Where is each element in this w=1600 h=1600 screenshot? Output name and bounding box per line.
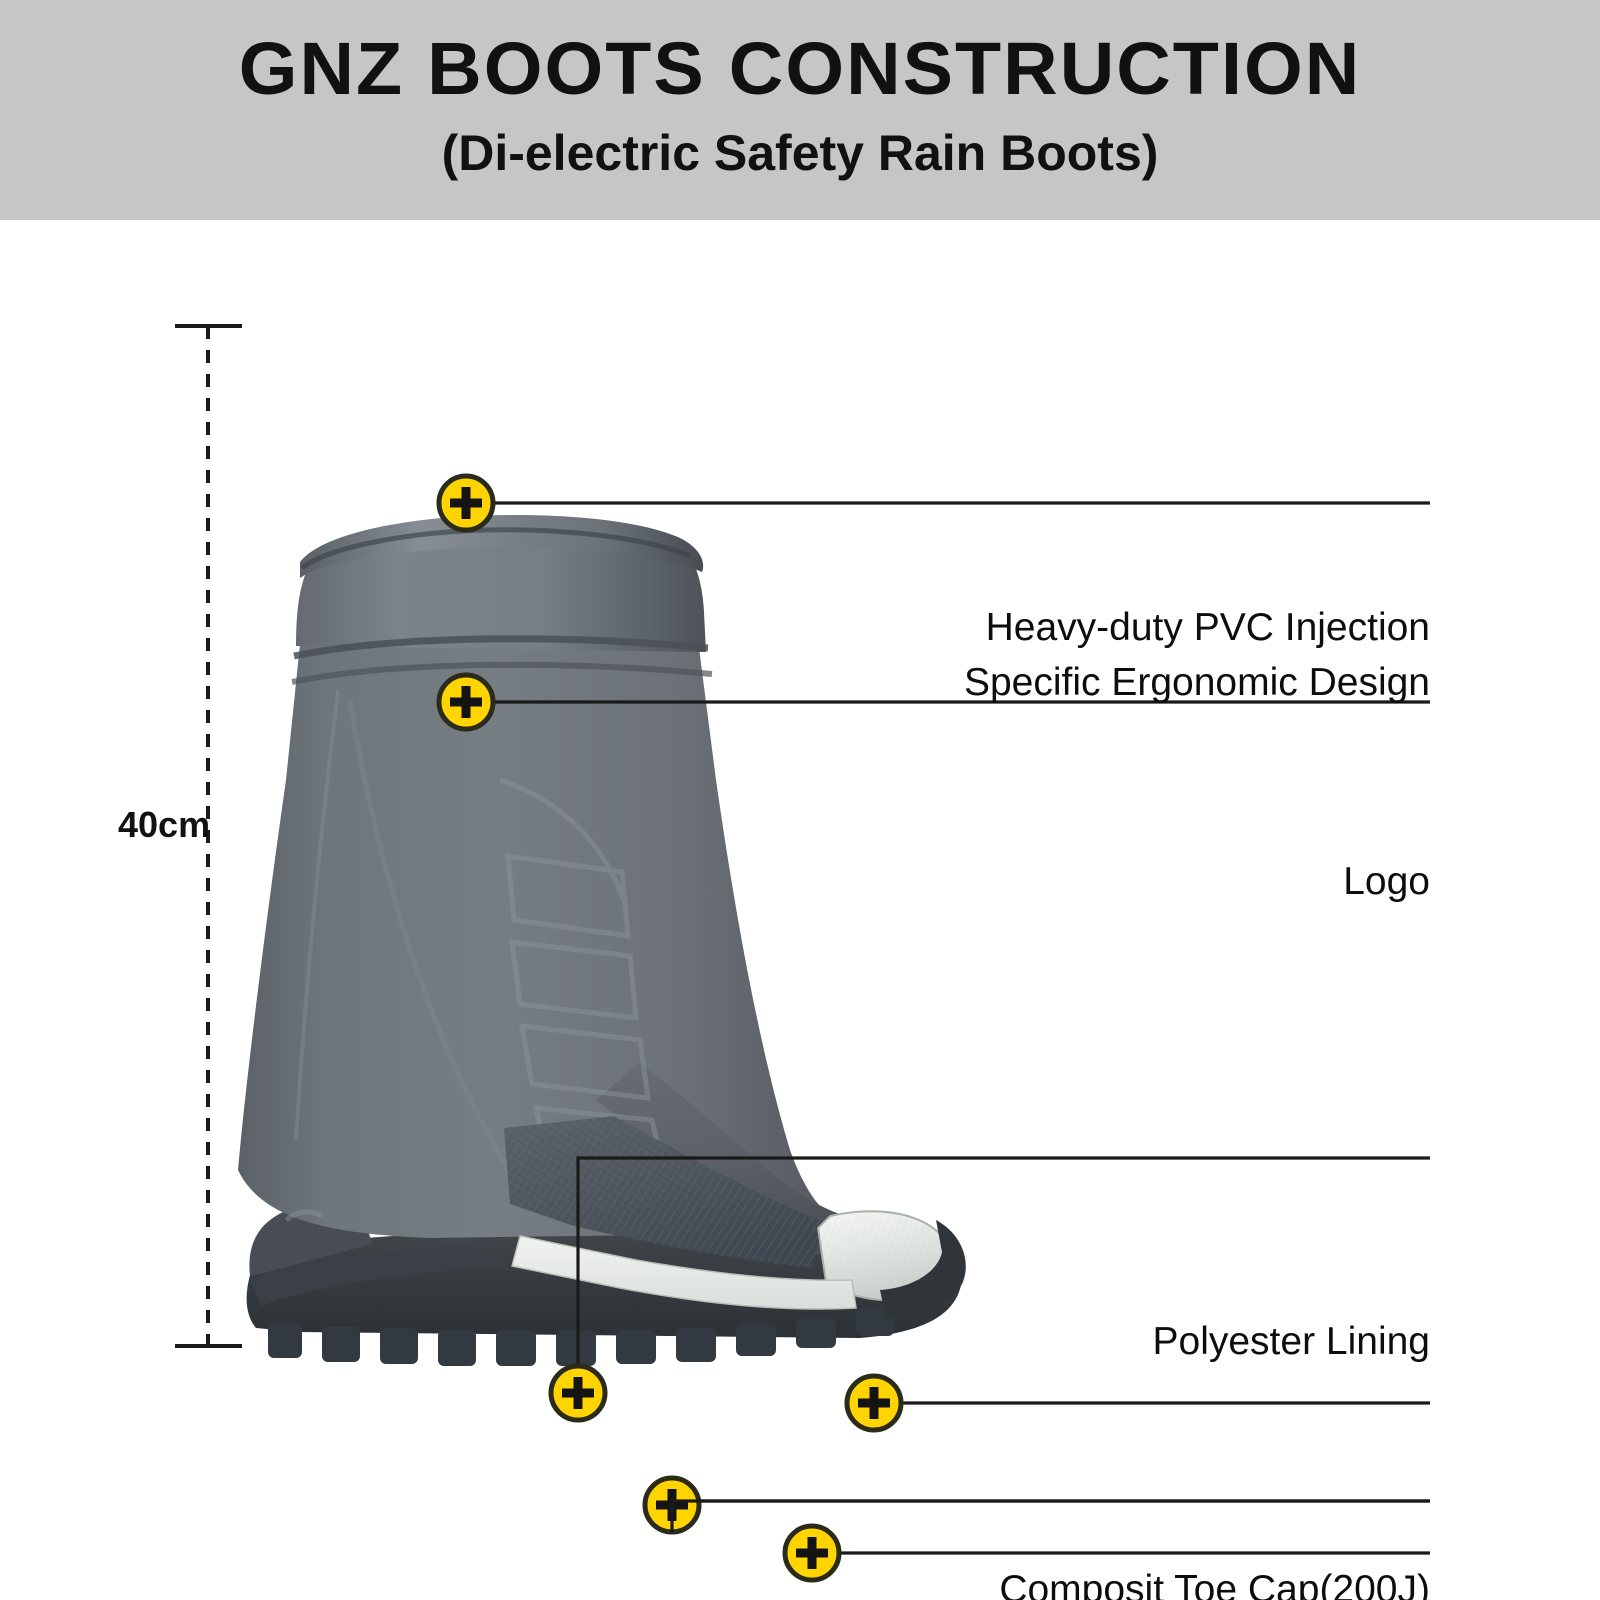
boot-collar-seam-lower [291,661,713,685]
marker-polyester-lining[interactable] [548,1363,608,1423]
marker-pvc-injection[interactable] [436,473,496,533]
boot-lining-mesh-texture [504,1116,824,1268]
boot-graphic [238,514,966,1366]
marker-outsole[interactable] [782,1523,842,1583]
page-subtitle: (Di-electric Safety Rain Boots) [441,125,1159,181]
page-title: GNZ BOOTS CONSTRUCTION [238,27,1362,110]
boot-rim-edge [300,527,691,571]
marker-composite-toe-cap[interactable] [844,1373,904,1433]
dimension-label-40cm: 40cm [118,804,211,845]
callout-label-toe-cap: Composit Toe Cap(200J) [999,1568,1430,1600]
leader-lines [492,501,1430,1555]
boot-midsole-band [511,1235,857,1310]
boot-collar-seam-upper [293,635,709,660]
boot-toe-cap-texture [818,1211,953,1301]
leader-kevlar-midsole-group [672,1502,1430,1532]
callout-line-logo: Logo [1343,860,1430,903]
boot-illustration [175,324,1430,1583]
boot-sole-lip [250,1246,512,1306]
boot-top-rim [300,514,704,578]
leader-kevlar-final [672,1502,1430,1520]
callout-line-toecap: Composit Toe Cap(200J) [999,1568,1430,1600]
boot-ankle-notch [284,1209,324,1223]
marker-logo[interactable] [436,672,496,732]
boot-collar [296,528,706,652]
header-band: GNZ BOOTS CONSTRUCTION (Di-electric Safe… [0,0,1600,220]
leader-kevlar-midsole-visible [670,1499,1430,1532]
callout-label-polyester-lining: Polyester Lining [1153,1320,1431,1365]
boot-shaft [238,640,870,1238]
boot-sole-lugs [268,1308,894,1366]
dimension-line-40cm [175,324,242,1348]
leader-polyester-lining [576,1156,1430,1370]
boot-rear-seam [294,689,340,1141]
boot-front-crease [347,699,523,1190]
callout-label-pvc-injection: Heavy-duty PVC Injection Specific Ergono… [964,600,1430,711]
callout-label-logo: Logo [1343,860,1430,905]
diagram-area: Heavy-duty PVC Injection Specific Ergono… [0,220,1600,1600]
boot-toe-bumper [880,1220,966,1318]
callout-line-pvc-1: Heavy-duty PVC Injection [985,606,1430,649]
callout-markers [436,473,904,1583]
callout-line-pvc-2: Specific Ergonomic Design [963,661,1430,705]
callout-line-polyester: Polyester Lining [1152,1320,1431,1363]
